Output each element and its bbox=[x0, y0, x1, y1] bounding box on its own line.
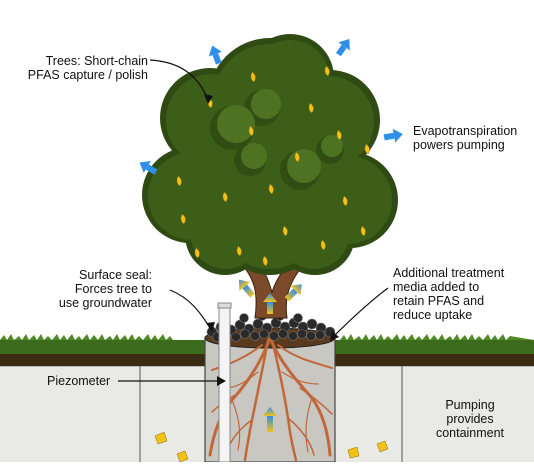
label-pumping-line: Pumping bbox=[445, 398, 495, 412]
leader-additional-media bbox=[331, 287, 389, 339]
uptake-arrows bbox=[238, 279, 302, 432]
label-additional-media-line: retain PFAS and bbox=[393, 294, 485, 308]
label-piezometer: Piezometer bbox=[47, 374, 110, 388]
label-additional-media: Additional treatment media added to reta… bbox=[393, 266, 504, 322]
label-pumping: Pumping provides containment bbox=[425, 398, 515, 440]
tree-roots bbox=[208, 336, 333, 462]
label-trees-line: Trees: Short-chain bbox=[45, 54, 148, 68]
tree-canopy bbox=[142, 34, 398, 275]
label-pumping-line: provides bbox=[446, 412, 494, 426]
label-piezometer-text: Piezometer bbox=[47, 374, 111, 388]
leader-surface-seal bbox=[169, 289, 211, 329]
label-additional-media-line: media added to bbox=[393, 280, 480, 294]
label-pumping-line: containment bbox=[435, 426, 505, 440]
label-trees: Trees: Short-chain PFAS capture / polish bbox=[18, 54, 148, 82]
label-trees-line: PFAS capture / polish bbox=[27, 68, 148, 82]
leader-arrowhead bbox=[217, 376, 226, 386]
label-evapotranspiration-line: Evapotranspiration bbox=[413, 124, 518, 138]
label-evapotranspiration-line: powers pumping bbox=[413, 138, 505, 152]
leader-arrowhead bbox=[330, 331, 339, 341]
label-additional-media-line: Additional treatment bbox=[393, 266, 505, 280]
label-surface-seal-line: use groundwater bbox=[58, 296, 152, 310]
leader-arrowhead bbox=[204, 94, 213, 104]
label-surface-seal: Surface seal: Forces tree to use groundw… bbox=[40, 268, 152, 310]
evapotranspiration-arrows bbox=[139, 38, 403, 175]
pfas-particles-ground bbox=[154, 431, 389, 463]
pfas-leaf-markers bbox=[176, 65, 370, 267]
label-evapotranspiration: Evapotranspiration powers pumping bbox=[413, 124, 517, 152]
label-surface-seal-line: Forces tree to bbox=[74, 282, 152, 296]
label-additional-media-line: reduce uptake bbox=[393, 308, 473, 322]
label-surface-seal-line: Surface seal: bbox=[79, 268, 152, 282]
leader-arrowhead bbox=[206, 322, 215, 332]
